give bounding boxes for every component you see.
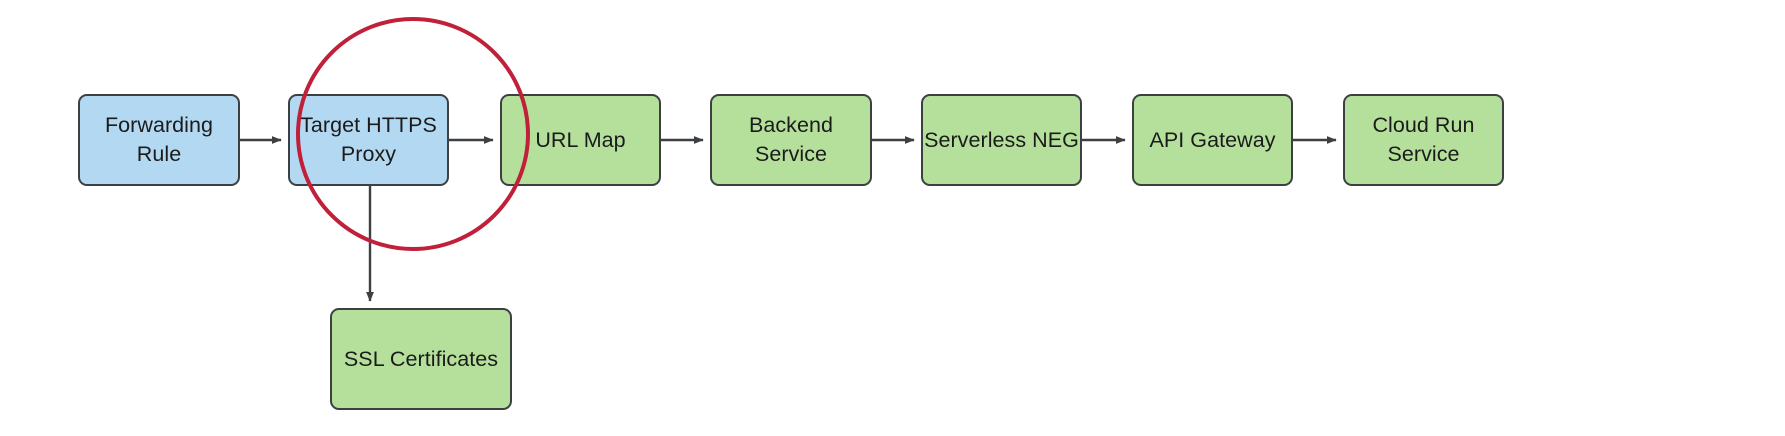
node-label-cloud-run-service: Cloud Run Service [1372, 113, 1475, 166]
node-serverless-neg[interactable]: Serverless NEG [921, 94, 1082, 186]
node-url-map[interactable]: URL Map [500, 94, 661, 186]
node-ssl-certificates[interactable]: SSL Certificates [330, 308, 512, 410]
node-label-serverless-neg: Serverless NEG [924, 127, 1079, 152]
node-label-forwarding-rule: Forwarding Rule [104, 113, 214, 166]
node-api-gateway[interactable]: API Gateway [1132, 94, 1293, 186]
node-backend-service[interactable]: Backend Service [710, 94, 872, 186]
node-label-url-map: URL Map [535, 127, 626, 152]
node-forwarding-rule[interactable]: Forwarding Rule [78, 94, 240, 186]
node-label-api-gateway: API Gateway [1149, 127, 1276, 152]
node-cloud-run-service[interactable]: Cloud Run Service [1343, 94, 1504, 186]
node-target-https-proxy[interactable]: Target HTTPS Proxy [288, 94, 449, 186]
node-label-backend-service: Backend Service [748, 113, 834, 166]
node-label-ssl-certificates: SSL Certificates [343, 346, 499, 371]
node-label-target-https-proxy: Target HTTPS Proxy [300, 113, 437, 166]
